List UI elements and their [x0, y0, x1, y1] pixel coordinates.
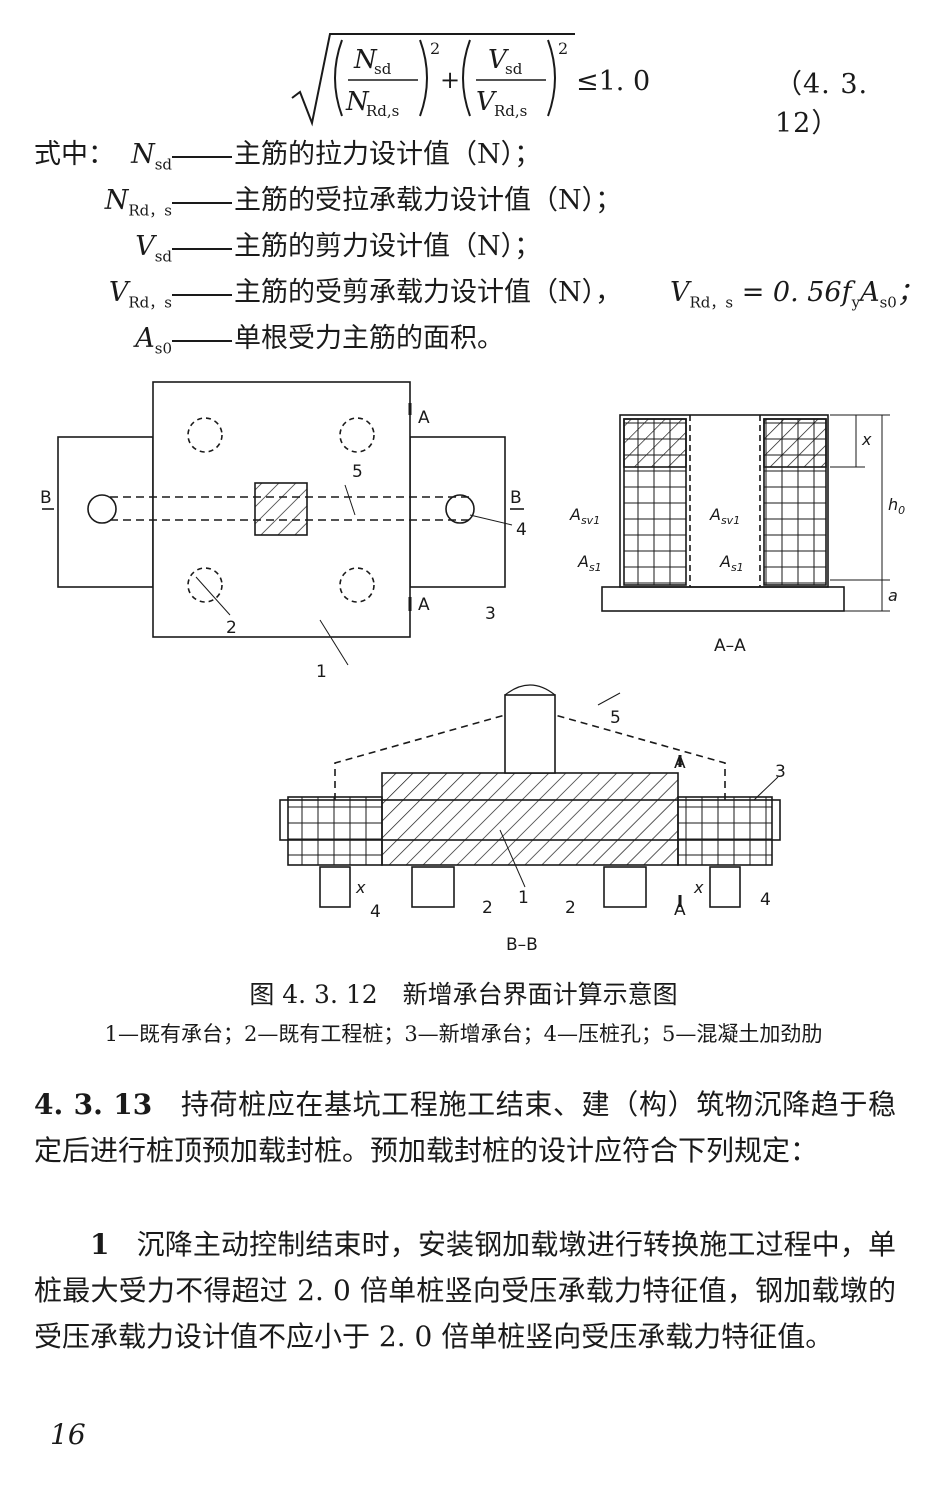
label-a-top: A	[418, 408, 430, 428]
section-bb	[279, 684, 781, 908]
bb-label-2-right: 2	[565, 898, 576, 918]
def-prefix: 式中：	[34, 139, 115, 170]
eq-den2-sub: Rd,s	[494, 102, 527, 120]
def-dash	[172, 340, 232, 342]
bb-label-4-right: 4	[760, 890, 771, 910]
label-as1-right: As1	[719, 552, 744, 574]
label-asv1-right: Asv1	[709, 505, 740, 527]
label-h0: h0	[888, 495, 905, 517]
figure-legend: 1—既有承台；2—既有工程桩；3—新增承台；4—压桩孔；5—混凝土加劲肋	[104, 1022, 823, 1046]
bb-label-2-left: 2	[482, 898, 493, 918]
label-asv1-left: Asv1	[569, 505, 600, 527]
def-dash	[172, 248, 232, 250]
def-dash	[172, 156, 232, 158]
def-text-2: 主筋的受拉承载力设计值（N）；	[234, 185, 623, 216]
figure-4-3-12: B B A A 5 4 3 2 1 Asv1 Asv1 As1 As1 x h0…	[40, 381, 905, 955]
def-sym-4: V	[108, 277, 129, 308]
def-sub-4: Rd，s	[128, 293, 172, 312]
def-text-4: 主筋的受剪承载力设计值（N），	[234, 277, 623, 308]
bb-label-1: 1	[518, 888, 529, 908]
def-sym-2: N	[104, 185, 129, 216]
def-dash	[172, 202, 232, 204]
item-number: 1	[90, 1228, 110, 1261]
def-text-3: 主筋的剪力设计值（N）；	[234, 231, 542, 262]
eq-exp1: 2	[430, 39, 440, 58]
page-number: 16	[50, 1418, 86, 1451]
bb-label-x-right: x	[693, 878, 704, 897]
label-a-bottom: A	[418, 595, 430, 615]
clause-text: 持荷桩应在基坑工程施工结束、建（构）筑物沉降趋于稳定后进行桩顶预加载封桩。预加载…	[34, 1088, 897, 1167]
eq-exp2: 2	[558, 39, 568, 58]
figure-caption: 图 4. 3. 12 新增承台界面计算示意图	[249, 980, 678, 1009]
def-text-1: 主筋的拉力设计值（N）；	[234, 139, 542, 170]
eq-den2: V	[476, 87, 497, 117]
def-dash	[172, 294, 232, 296]
bb-label-a-bottom: A	[674, 900, 686, 920]
plan-label-4: 4	[516, 520, 527, 540]
bb-label-3: 3	[775, 762, 786, 782]
clause-item-1: 1 沉降主动控制结束时，安装钢加载墩进行转换施工过程中，单桩最大受力不得超过 2…	[34, 1222, 896, 1360]
label-b-right: B	[510, 488, 522, 508]
plan-label-2: 2	[226, 618, 237, 638]
def-sym-3: V	[135, 231, 155, 262]
equation-4-3-12: N sd N Rd,s 2 + V sd V Rd,s 2 ≤1. 0	[291, 33, 650, 127]
eq-rhs: ≤1. 0	[576, 66, 650, 97]
eq-den1: N	[345, 87, 370, 117]
bb-label-4-left: 4	[370, 902, 381, 922]
def-sub-1: sd	[154, 155, 172, 174]
bb-label-5: 5	[610, 708, 621, 728]
equation-number: （4. 3. 12）	[775, 69, 869, 139]
label-as1-left: As1	[577, 552, 602, 574]
bb-label-x-left: x	[355, 878, 366, 897]
bb-label-a-top: A	[674, 753, 686, 773]
eq-num1-sub: sd	[374, 60, 392, 78]
plan-label-3: 3	[485, 604, 496, 624]
def-sym-5: A	[135, 323, 155, 354]
clause-number: 4. 3. 13	[34, 1088, 153, 1121]
section-bb-title: B–B	[506, 935, 538, 955]
label-b-left: B	[40, 488, 52, 508]
def-sym-1: N	[131, 139, 155, 170]
def-sub-2: Rd，s	[128, 201, 172, 220]
def-text-5: 单根受力主筋的面积。	[234, 323, 504, 354]
plan-label-5: 5	[352, 462, 363, 482]
definitions: 式中： Nsd 主筋的拉力设计值（N）； NRd，s 主筋的受拉承载力设计值（N…	[34, 132, 924, 362]
plan-view	[42, 381, 524, 666]
def-formula-tail: VRd，s = 0. 56fyAs0；	[670, 277, 924, 312]
eq-num1: N	[353, 45, 378, 75]
label-a: a	[888, 586, 898, 605]
item-text: 沉降主动控制结束时，安装钢加载墩进行转换施工过程中，单桩最大受力不得超过 2. …	[34, 1228, 897, 1353]
eq-den1-sub: Rd,s	[366, 102, 399, 120]
clause-4-3-13: 4. 3. 13 持荷桩应在基坑工程施工结束、建（构）筑物沉降趋于稳定后进行桩顶…	[34, 1082, 896, 1174]
section-aa	[601, 414, 890, 612]
def-sub-3: sd	[154, 247, 172, 266]
plan-label-1: 1	[316, 662, 327, 682]
svg-text:+: +	[440, 66, 460, 94]
def-sub-5: s0	[154, 339, 172, 358]
eq-num2-sub: sd	[505, 60, 523, 78]
eq-num2: V	[488, 45, 509, 75]
section-aa-title: A–A	[714, 636, 746, 656]
label-x-aa: x	[861, 430, 872, 449]
